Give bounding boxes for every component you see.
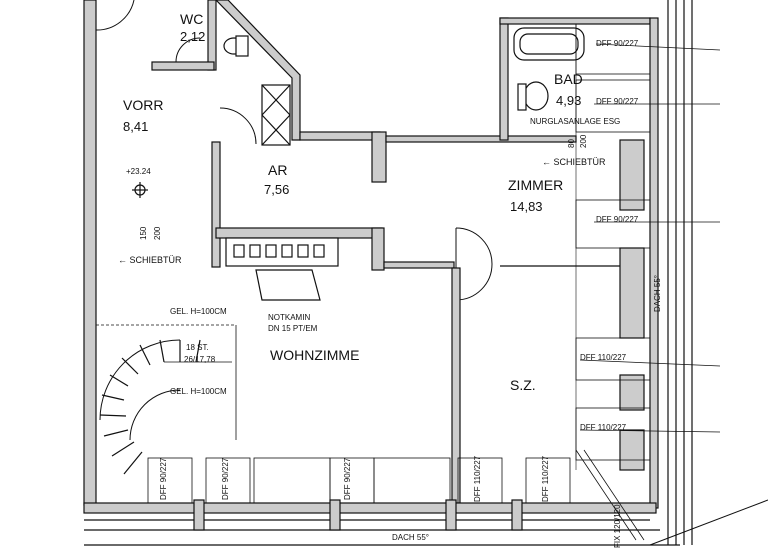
room-name-wc: WC xyxy=(180,11,204,27)
door-swing-ar xyxy=(219,107,257,145)
dim-200-label: 200 xyxy=(153,226,162,240)
dim-80-label: 80 xyxy=(567,139,576,148)
bad-left-wall xyxy=(499,17,509,141)
room-area-ar: 7,56 xyxy=(264,182,290,197)
door-swing-sz xyxy=(455,227,493,301)
window-label-right: DFF 90/227 xyxy=(596,39,639,48)
right-outer-wall xyxy=(649,17,659,509)
notkamin-hood xyxy=(255,269,321,301)
wohn-sz-partition xyxy=(451,267,461,504)
spiral-stair-inner xyxy=(129,389,181,441)
door-swing-vorr xyxy=(95,0,135,31)
window-label-right: DFF 90/227 xyxy=(596,97,639,106)
spiral-stair-outer xyxy=(99,339,181,421)
shaft-box xyxy=(261,84,291,146)
dach-bottom-label: DACH 55° xyxy=(392,533,429,542)
notkamin-label-2: DN 15 PT/EM xyxy=(268,324,318,333)
right-pillar-2 xyxy=(619,247,645,339)
door-swing-wc xyxy=(175,37,201,63)
nurglas-label: NURGLASANLAGE ESG xyxy=(530,117,621,126)
zimmer-top-wall xyxy=(385,135,577,143)
railing-label-bottom: GEL. H=100CM xyxy=(170,387,227,396)
window-label-bottom: DFF 90/227 xyxy=(159,457,168,500)
window-label-bottom: DFF 90/227 xyxy=(221,457,230,500)
window-label-right: DFF 110/227 xyxy=(580,353,627,362)
ar-left-wall xyxy=(211,141,221,268)
room-name-ar: AR xyxy=(268,162,288,178)
window-label-right: DFF 90/227 xyxy=(596,215,639,224)
window-label-right: DFF 110/227 xyxy=(580,423,627,432)
chimney-wall xyxy=(215,227,383,239)
room-area-bad: 4,93 xyxy=(556,93,582,108)
ar-top-wall xyxy=(299,131,381,141)
notkamin-label-1: NOTKAMIN xyxy=(268,313,311,322)
room-name-bad: BAD xyxy=(554,71,583,87)
left-outer-wall xyxy=(83,0,97,506)
railing-label-top: GEL. H=100CM xyxy=(170,307,227,316)
ar-bump xyxy=(371,131,387,183)
dim-200b-label: 200 xyxy=(579,134,588,148)
room-area-wc: 2,12 xyxy=(180,29,206,44)
room-name-wohn: WOHNZIMME xyxy=(270,347,360,363)
room-name-sz: S.Z. xyxy=(510,377,536,393)
level-label: +23.24 xyxy=(126,167,151,176)
dach-right-label: DACH 55° xyxy=(653,275,662,312)
bad-sink xyxy=(523,81,549,111)
window-label-bottom: DFF 110/227 xyxy=(473,455,482,502)
room-name-zimmer: ZIMMER xyxy=(508,177,564,193)
schiebtuer-left-label: ← SCHIEBTÜR xyxy=(118,255,182,265)
right-pillar-4 xyxy=(619,429,645,471)
zimmer-bottom-wall xyxy=(383,261,455,269)
schiebtuer-right-label: ← SCHIEBTÜR xyxy=(542,157,606,167)
room-area-zimmer: 14,83 xyxy=(510,199,543,214)
room-area-vorr: 8,41 xyxy=(123,119,149,134)
room-name-vorr: VORR xyxy=(123,97,164,113)
window-label-bottom: DFF 110/227 xyxy=(541,455,550,502)
bad-top-wall xyxy=(499,17,651,25)
chimney-right-wall xyxy=(371,227,385,271)
right-pillar-1 xyxy=(619,139,645,211)
stair-label-1: 18 ST. xyxy=(186,343,209,352)
wc-right-wall xyxy=(207,0,217,71)
wc-bottom-wall xyxy=(151,61,215,71)
window-label-bottom: FIX 120/120 xyxy=(613,504,622,548)
stair-label-2: 26/17,78 xyxy=(184,355,216,364)
right-pillar-3 xyxy=(619,374,645,411)
bottom-wall xyxy=(83,502,657,514)
dim-150-label: 150 xyxy=(139,226,148,240)
window-label-bottom: DFF 90/227 xyxy=(343,457,352,500)
